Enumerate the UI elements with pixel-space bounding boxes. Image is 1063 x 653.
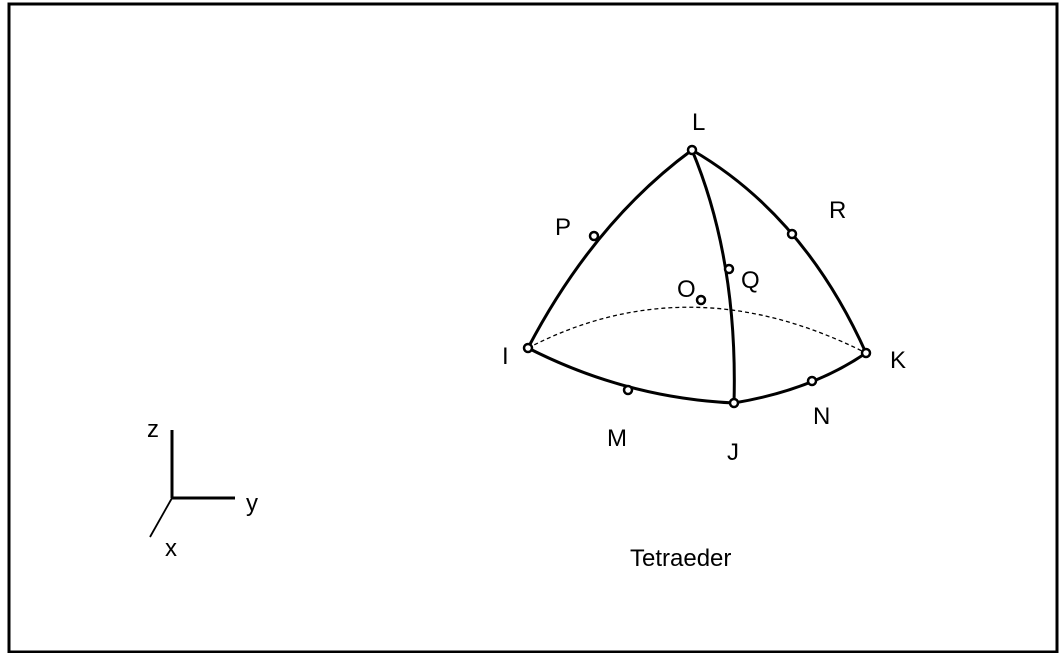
node-l [686, 144, 698, 156]
node-r [786, 228, 798, 240]
node-q [723, 263, 735, 275]
label-p: P [555, 214, 571, 241]
label-j: J [727, 439, 739, 466]
node-i [522, 342, 534, 354]
edge-i-k-hidden [527, 306, 867, 354]
label-r: R [829, 197, 846, 224]
label-o: O [677, 276, 696, 303]
label-q: Q [741, 267, 760, 294]
coordinate-axes: z y x [147, 416, 258, 562]
node-o [695, 294, 707, 306]
label-l: L [692, 109, 705, 136]
label-m: M [607, 425, 627, 452]
axis-z-label: z [147, 416, 159, 443]
diagram-caption: Tetraeder [630, 545, 731, 572]
edge-j-k [732, 351, 868, 405]
edge-l-i [526, 148, 694, 350]
node-m [622, 384, 634, 396]
node-n [806, 375, 818, 387]
label-i: I [502, 343, 509, 370]
diagram-frame [7, 2, 1059, 653]
label-n: N [813, 403, 830, 430]
axis-x-line [149, 497, 173, 538]
node-p [588, 230, 600, 242]
label-k: K [890, 347, 906, 374]
axis-x-label: x [165, 535, 177, 562]
node-j [728, 397, 740, 409]
node-k [860, 347, 872, 359]
axis-y-label: y [246, 490, 258, 517]
